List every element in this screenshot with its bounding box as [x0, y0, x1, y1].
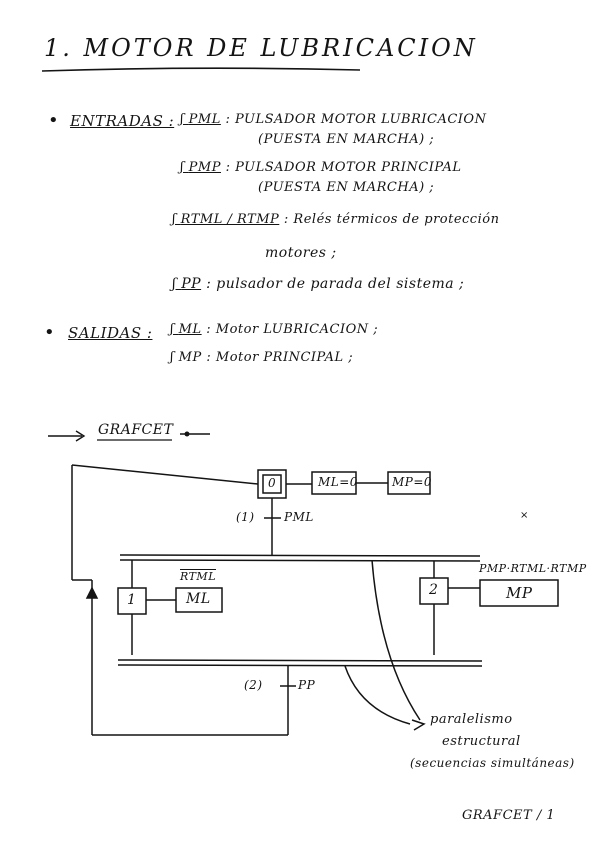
step-2-action: MP — [506, 584, 533, 602]
input-code: ʃ RTML / RTMP — [172, 212, 280, 227]
note-line-1: paralelismo — [430, 712, 513, 727]
output-text: : Motor PRINCIPAL ; — [206, 350, 354, 365]
input-text: : PULSADOR MOTOR LUBRICACION — [225, 112, 487, 127]
grafcet-heading: GRAFCET — [98, 422, 174, 438]
step-0-label: 0 — [268, 476, 277, 490]
input-item-rtml: ʃ RTML / RTMP : Relés térmicos de protec… — [172, 212, 499, 227]
step-0-action-ml: ML=0 — [318, 475, 358, 489]
input-code: ʃ PP — [172, 276, 202, 292]
output-text: : Motor LUBRICACION ; — [206, 322, 379, 337]
note-line-3: (secuencias simultáneas) — [410, 756, 575, 770]
transition-1-condition: PML — [284, 510, 314, 524]
input-item-pmp: ʃ PMP : PULSADOR MOTOR PRINCIPAL — [180, 160, 461, 175]
step-1-condition: RTML — [180, 570, 216, 583]
bullet-dot: • — [44, 322, 56, 343]
transition-2-condition: PP — [298, 678, 316, 692]
output-code: ʃ MP — [170, 350, 202, 365]
inputs-heading: ENTRADAS : — [70, 112, 175, 130]
input-item-pml: ʃ PML : PULSADOR MOTOR LUBRICACION — [180, 112, 486, 127]
note-line-2: estructural — [442, 734, 521, 749]
input-item-pmp-line2: (PUESTA EN MARCHA) ; — [258, 180, 435, 195]
input-text: : PULSADOR MOTOR PRINCIPAL — [225, 160, 462, 175]
step-0-action-mp: MP=0 — [392, 475, 433, 489]
svg-text:×: × — [520, 510, 528, 521]
input-text: : pulsador de parada del sistema ; — [206, 276, 465, 292]
step-1-label: 1 — [127, 592, 137, 608]
step-1-action: ML — [186, 591, 211, 607]
output-item-ml: ʃ ML : Motor LUBRICACION ; — [170, 322, 378, 337]
input-item-rtml-line2: motores ; — [265, 245, 337, 261]
transition-1-label: (1) — [236, 510, 255, 524]
step-2-label: 2 — [429, 582, 439, 598]
input-code: ʃ PML — [180, 112, 221, 127]
output-code: ʃ ML — [170, 322, 202, 337]
page-title: 1. MOTOR DE LUBRICACION — [44, 34, 478, 62]
input-item-pp: ʃ PP : pulsador de parada del sistema ; — [172, 276, 464, 292]
input-text: : Relés térmicos de protección — [283, 212, 500, 227]
outputs-heading: SALIDAS : — [68, 324, 153, 342]
output-item-mp: ʃ MP : Motor PRINCIPAL ; — [170, 350, 353, 365]
bullet-dot: • — [48, 110, 60, 131]
step-2-condition: PMP·RTML·RTMP — [479, 562, 587, 575]
input-code: ʃ PMP — [180, 160, 221, 175]
page-reference: GRAFCET / 1 — [462, 808, 556, 823]
input-item-pml-line2: (PUESTA EN MARCHA) ; — [258, 132, 435, 147]
transition-2-label: (2) — [244, 678, 263, 692]
